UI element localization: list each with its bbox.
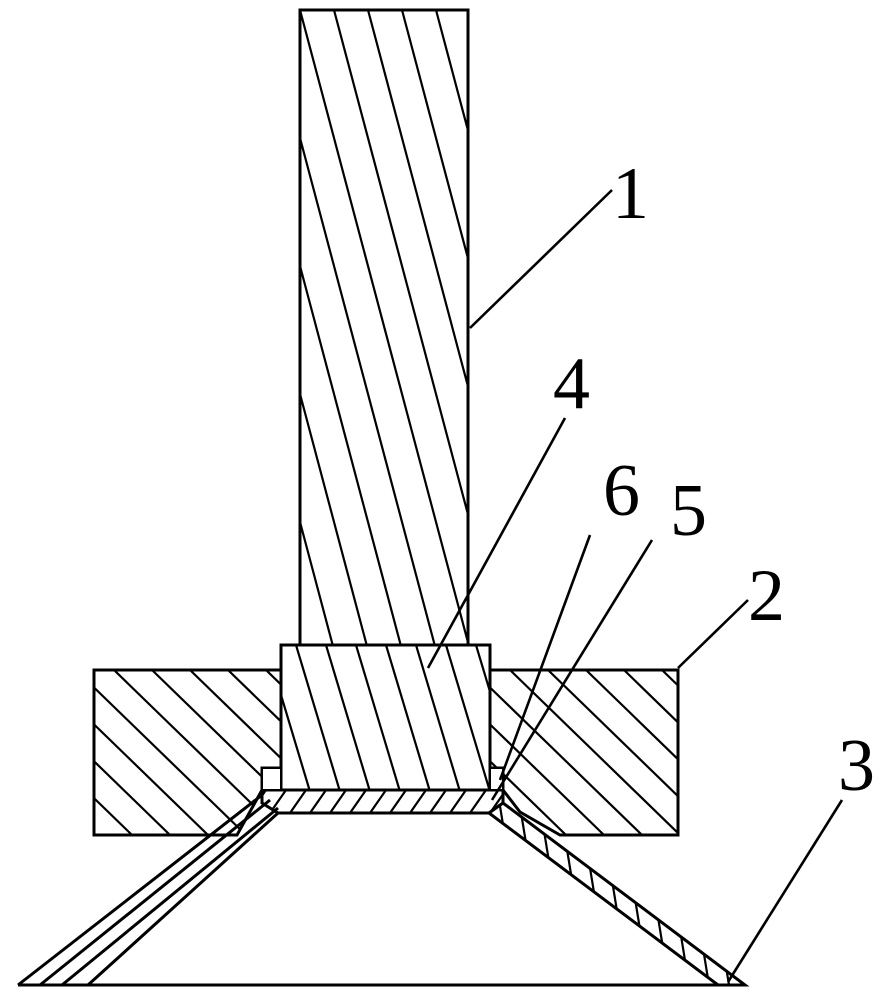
rod-hatch-line [130, 10, 300, 650]
label-part-5: 5 [670, 470, 707, 552]
rod-part [130, 10, 776, 650]
label-part-4: 4 [553, 343, 590, 425]
leader-3 [728, 800, 842, 982]
leader-2 [678, 600, 748, 668]
rod-hatch-line [572, 10, 742, 650]
label-part-1: 1 [612, 153, 649, 235]
rod-hatch-line [606, 10, 776, 650]
rod-hatch-line [470, 10, 640, 650]
cup-hatch-line [459, 800, 489, 985]
label-part-2: 2 [748, 555, 785, 637]
flange-hatch-line [0, 670, 94, 835]
label-part-6: 6 [603, 450, 640, 532]
rod-hatch-line [504, 10, 674, 650]
leader-1 [470, 190, 612, 328]
label-part-3: 3 [838, 725, 875, 807]
rod-hatch-line [538, 10, 708, 650]
seal-disc-part [230, 790, 506, 813]
cup-hatch-line [479, 800, 509, 985]
flange-hatch-line [662, 670, 832, 835]
